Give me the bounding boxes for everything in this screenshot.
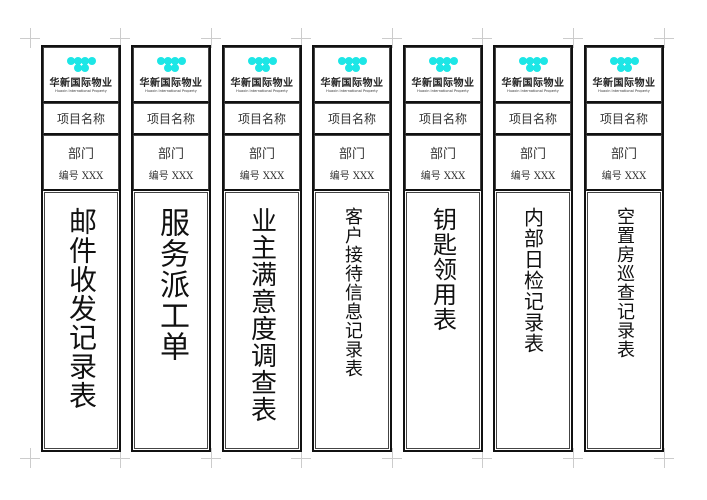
crop-mark <box>301 28 302 48</box>
spine-label: 华新国际物业 Huaxin International Property 项目名… <box>584 45 664 452</box>
title-area: 空置房巡查记录表 <box>587 192 661 449</box>
department: 部门 编号 XXX <box>586 135 662 191</box>
folder-title: 业主满意度调查表 <box>246 207 277 423</box>
logo-english: Huaxin International Property <box>507 88 559 93</box>
crop-mark <box>30 448 31 468</box>
logo-hex-icon <box>247 56 277 65</box>
spine-label: 华新国际物业 Huaxin International Property 项目名… <box>222 45 302 452</box>
project-name: 项目名称 <box>224 103 300 135</box>
logo: 华新国际物业 Huaxin International Property <box>495 47 571 103</box>
folder-title: 空置房巡查记录表 <box>614 207 635 359</box>
department-label: 部门 <box>157 147 184 162</box>
folder-title: 钥匙领用表 <box>428 207 457 332</box>
logo: 华新国际物业 Huaxin International Property <box>586 47 662 103</box>
code-label: 编号 XXX <box>239 171 285 182</box>
crop-mark <box>482 448 483 468</box>
logo-hex-icon <box>518 56 548 65</box>
code-label: 编号 XXX <box>420 171 466 182</box>
logo-brand: 华新国际物业 <box>230 77 294 89</box>
logo-english: Huaxin International Property <box>326 88 378 93</box>
folder-title: 内部日检记录表 <box>520 207 545 354</box>
department: 部门 编号 XXX <box>43 135 119 191</box>
logo-english: Huaxin International Property <box>236 88 288 93</box>
crop-mark <box>573 28 574 48</box>
crop-mark <box>301 448 302 468</box>
department-label: 部门 <box>610 147 637 162</box>
title-area: 服务派工单 <box>134 192 208 449</box>
crop-mark <box>211 28 212 48</box>
folder-title: 服务派工单 <box>154 207 189 362</box>
department-label: 部门 <box>338 147 365 162</box>
code-label: 编号 XXX <box>148 171 194 182</box>
spine-label: 华新国际物业 Huaxin International Property 项目名… <box>41 45 121 452</box>
crop-mark <box>664 448 665 468</box>
project-name: 项目名称 <box>495 103 571 135</box>
folder-title: 客户接待信息记录表 <box>342 207 363 378</box>
spine-label: 华新国际物业 Huaxin International Property 项目名… <box>312 45 392 452</box>
crop-mark <box>392 28 393 48</box>
crop-mark <box>392 448 393 468</box>
spine-label: 华新国际物业 Huaxin International Property 项目名… <box>131 45 211 452</box>
department-label: 部门 <box>429 147 456 162</box>
crop-mark <box>482 28 483 48</box>
title-area: 钥匙领用表 <box>406 192 480 449</box>
logo-hex-icon <box>66 56 96 65</box>
logo-brand: 华新国际物业 <box>501 77 565 89</box>
title-area: 业主满意度调查表 <box>225 192 299 449</box>
logo: 华新国际物业 Huaxin International Property <box>224 47 300 103</box>
logo: 华新国际物业 Huaxin International Property <box>133 47 209 103</box>
crop-mark <box>30 28 31 48</box>
department-label: 部门 <box>519 147 546 162</box>
spine-label: 华新国际物业 Huaxin International Property 项目名… <box>493 45 573 452</box>
logo-hex-icon <box>337 56 367 65</box>
logo-english: Huaxin International Property <box>598 88 650 93</box>
logo: 华新国际物业 Huaxin International Property <box>405 47 481 103</box>
department: 部门 编号 XXX <box>495 135 571 191</box>
logo-brand: 华新国际物业 <box>139 77 203 89</box>
title-area: 客户接待信息记录表 <box>315 192 389 449</box>
code-label: 编号 XXX <box>510 171 556 182</box>
code-label: 编号 XXX <box>329 171 375 182</box>
project-name: 项目名称 <box>314 103 390 135</box>
logo: 华新国际物业 Huaxin International Property <box>314 47 390 103</box>
project-name: 项目名称 <box>586 103 662 135</box>
title-area: 邮件收发记录表 <box>44 192 118 449</box>
spine-label: 华新国际物业 Huaxin International Property 项目名… <box>403 45 483 452</box>
code-label: 编号 XXX <box>601 171 647 182</box>
title-area: 内部日检记录表 <box>496 192 570 449</box>
crop-mark <box>664 28 665 48</box>
project-name: 项目名称 <box>405 103 481 135</box>
project-name: 项目名称 <box>133 103 209 135</box>
crop-mark <box>573 448 574 468</box>
crop-mark <box>120 28 121 48</box>
department-label: 部门 <box>67 147 94 162</box>
logo-brand: 华新国际物业 <box>49 77 113 89</box>
department: 部门 编号 XXX <box>314 135 390 191</box>
department: 部门 编号 XXX <box>405 135 481 191</box>
logo-english: Huaxin International Property <box>417 88 469 93</box>
department-label: 部门 <box>248 147 275 162</box>
logo-brand: 华新国际物业 <box>592 77 656 89</box>
logo-hex-icon <box>609 56 639 65</box>
department: 部门 编号 XXX <box>224 135 300 191</box>
logo-hex-icon <box>428 56 458 65</box>
project-name: 项目名称 <box>43 103 119 135</box>
logo: 华新国际物业 Huaxin International Property <box>43 47 119 103</box>
logo-english: Huaxin International Property <box>145 88 197 93</box>
crop-mark <box>211 448 212 468</box>
logo-english: Huaxin International Property <box>55 88 107 93</box>
logo-brand: 华新国际物业 <box>320 77 384 89</box>
code-label: 编号 XXX <box>58 171 104 182</box>
department: 部门 编号 XXX <box>133 135 209 191</box>
logo-hex-icon <box>156 56 186 65</box>
crop-mark <box>120 448 121 468</box>
folder-title: 邮件收发记录表 <box>65 207 98 410</box>
logo-brand: 华新国际物业 <box>411 77 475 89</box>
